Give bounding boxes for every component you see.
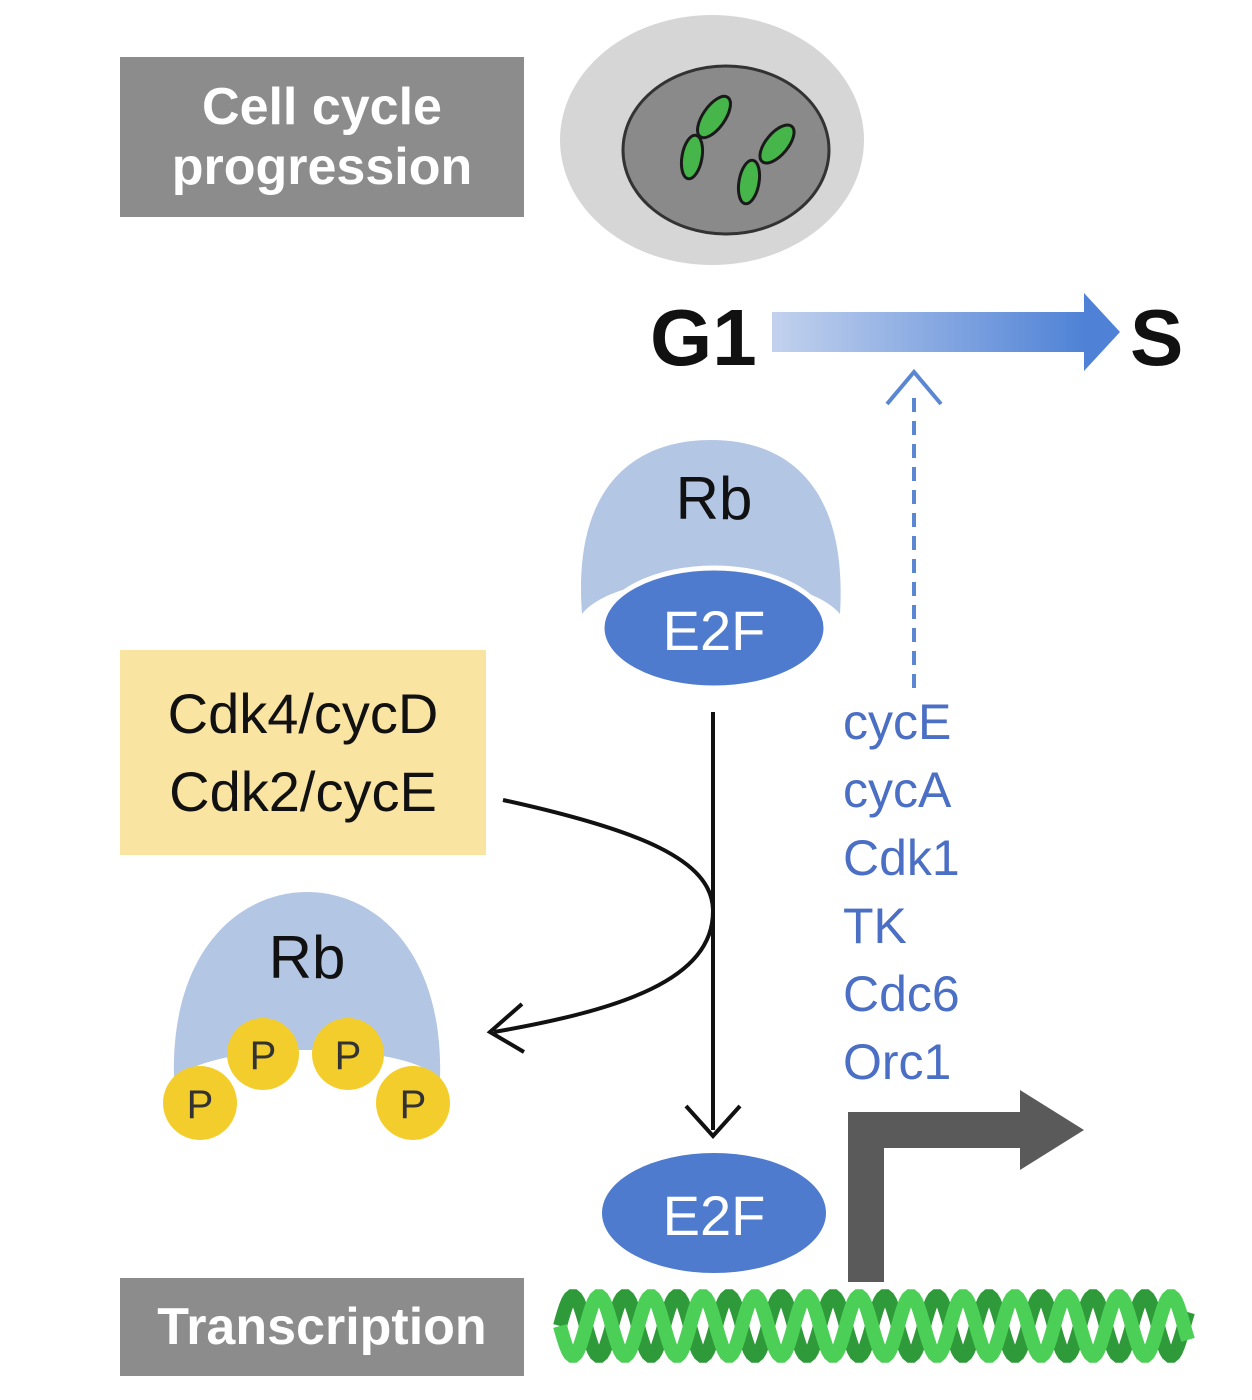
rb-e2f-complex: Rb E2F	[581, 440, 841, 691]
transcription-label: Transcription	[120, 1278, 524, 1376]
dna-helix-icon	[553, 1289, 1195, 1363]
dashed-activation-arrow	[885, 368, 943, 688]
phosphate-label: P	[335, 1034, 362, 1078]
cell-cycle-line1: Cell cycle	[202, 78, 442, 136]
target-gene: cycA	[843, 762, 952, 818]
rb-phospho-label: Rb	[269, 924, 346, 991]
dna-strand	[553, 1289, 1195, 1363]
phosphate-group: P	[227, 1018, 299, 1090]
phosphate-group: P	[376, 1066, 450, 1140]
kinase-box: Cdk4/cycD Cdk2/cycE	[120, 650, 486, 855]
phosphate-label: P	[400, 1083, 427, 1127]
cell-cycle-progression-label: Cell cycle progression	[120, 57, 524, 217]
target-gene: Cdk1	[843, 830, 960, 886]
phosphorylation-arrow	[486, 798, 716, 1054]
target-gene: Orc1	[843, 1034, 952, 1090]
phase-s-label: S	[1130, 293, 1184, 382]
g1-to-s-arrow	[772, 293, 1120, 371]
e2f-protein	[599, 565, 829, 691]
target-gene: TK	[843, 898, 907, 954]
phosphate-label: P	[250, 1034, 277, 1078]
target-gene-list: cycE cycA Cdk1 TK Cdc6 Orc1	[843, 688, 960, 1096]
target-gene: cycE	[843, 694, 952, 750]
cell-cycle-line2: progression	[171, 138, 473, 196]
rb-protein	[581, 440, 841, 614]
chromosome-icon	[679, 94, 796, 206]
phase-g1-label: G1	[650, 293, 757, 382]
e2f-label: E2F	[663, 599, 766, 662]
target-gene: Cdc6	[843, 966, 960, 1022]
promoter-arrow-icon	[848, 1090, 1084, 1282]
phosphorylated-rb: Rb P P P P	[163, 892, 450, 1140]
kinase-line1: Cdk4/cycD	[167, 681, 439, 745]
rb-label: Rb	[676, 465, 753, 532]
free-e2f: E2F	[602, 1153, 826, 1273]
phosphate-label: P	[187, 1083, 214, 1127]
cell-icon	[560, 15, 864, 265]
e2f-free-label: E2F	[663, 1184, 766, 1247]
kinase-line2: Cdk2/cycE	[169, 759, 437, 823]
phosphate-group: P	[163, 1066, 237, 1140]
phosphate-group: P	[312, 1018, 384, 1090]
